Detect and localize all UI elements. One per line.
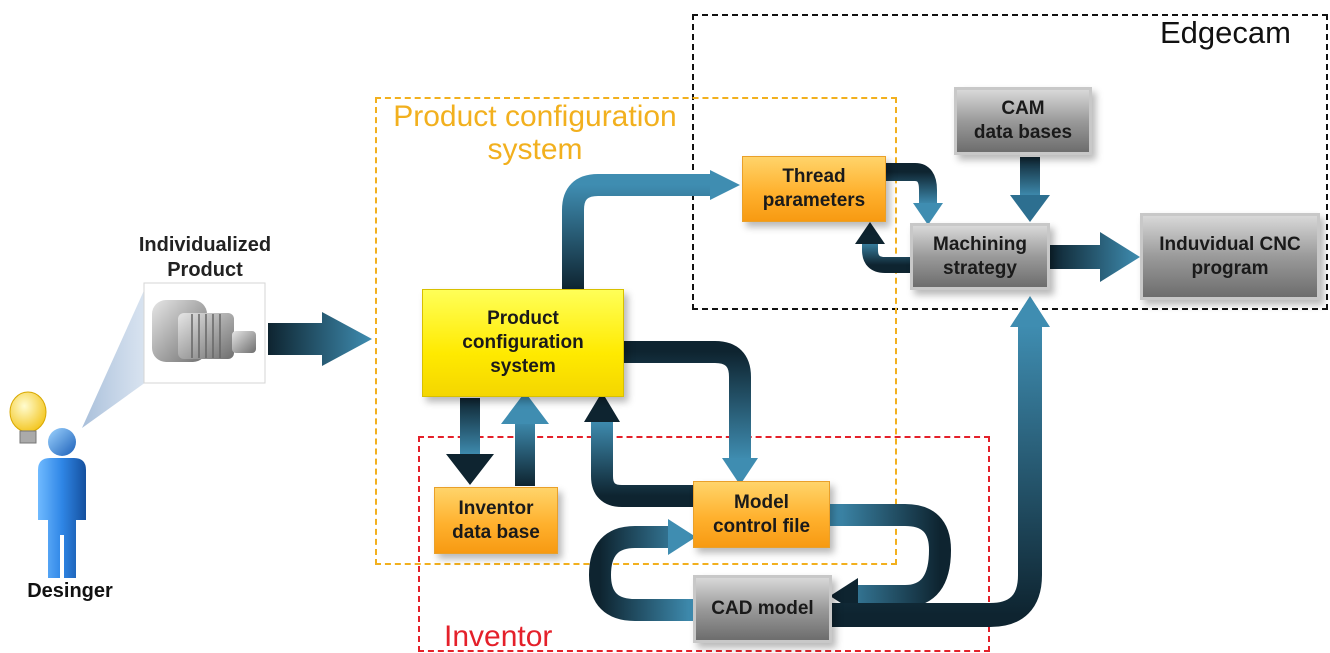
individualized-product-label: Individualized Product: [138, 234, 272, 281]
arrow-thread-to-machining-head: [913, 203, 943, 225]
cam-data-bases-node: CAM data bases: [954, 87, 1092, 155]
threaded-part-icon: [152, 300, 256, 362]
arrow-inventor-db-to-config-head: [501, 392, 549, 424]
arrow-thread-to-machining: [886, 163, 937, 205]
arrow-machining-to-cnc: [1050, 232, 1140, 282]
arrow-config-to-inventor-db-head: [446, 454, 494, 485]
idea-beam: [82, 286, 146, 428]
edgecam-label: Edgecam: [1160, 15, 1291, 50]
inventor-label: Inventor: [444, 620, 553, 653]
inventor-region: [418, 436, 990, 652]
machining-strategy-node: Machining strategy: [910, 223, 1050, 290]
cad-model-node: CAD model: [693, 575, 832, 643]
arrow-cad-to-machining: [832, 325, 1042, 627]
arrow-config-to-thread: [562, 174, 712, 290]
arrow-machining-to-thread: [862, 240, 912, 273]
product-configuration-system-node: Product configuration system: [422, 289, 624, 397]
arrow-inventor-db-to-config: [515, 420, 535, 486]
arrow-model-to-config: [591, 420, 693, 507]
arrow-config-to-model: [624, 341, 751, 460]
individual-cnc-program-node: Induvidual CNC program: [1140, 213, 1320, 300]
product-configuration-label: Product configuration system: [393, 100, 677, 166]
arrow-cad-to-model: [588, 526, 693, 621]
arrow-cam-to-machining: [1020, 157, 1040, 197]
designer-label: Desinger: [27, 580, 113, 602]
arrow-cam-to-machining-head: [1010, 195, 1050, 222]
arrow-cad-to-model-head: [668, 519, 696, 555]
designer-icon: [9, 391, 86, 578]
arrow-config-to-inventor-db: [460, 398, 480, 456]
arrow-cad-to-machining-head: [1010, 296, 1050, 327]
arrow-config-to-thread-head: [710, 170, 740, 200]
thread-parameters-node: Thread parameters: [742, 156, 886, 222]
product-configuration-region: [375, 97, 897, 565]
arrow-config-to-model-head: [722, 458, 758, 485]
arrow-machining-to-thread-head: [855, 222, 885, 244]
inventor-data-base-node: Inventor data base: [434, 487, 558, 554]
model-control-file-node: Model control file: [693, 481, 830, 548]
arrow-model-to-cad: [830, 504, 952, 607]
arrow-model-to-config-head: [584, 392, 620, 422]
edgecam-region: [692, 14, 1328, 310]
arrow-product-to-config: [268, 312, 372, 366]
